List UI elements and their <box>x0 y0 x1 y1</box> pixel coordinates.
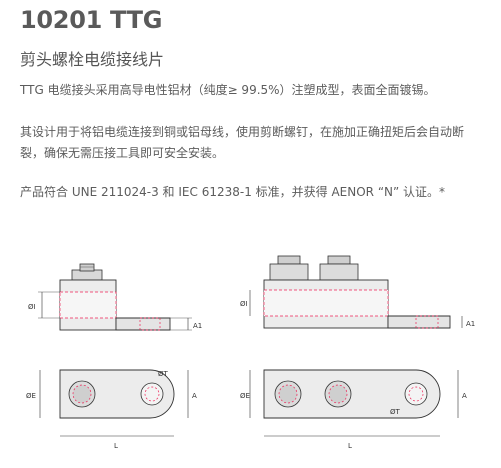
large-lug-side-view: ØI A1 <box>240 255 475 329</box>
small-lug-top-view: ØE A L ØT <box>26 369 197 450</box>
dim-label-length-large: L <box>348 442 352 450</box>
dim-label-width-large: A <box>462 392 467 400</box>
dim-label-height-small: A1 <box>193 322 202 330</box>
large-lug-top-view: ØE A L ØT <box>240 369 467 450</box>
dim-label-inner-diameter-large: ØI <box>240 300 248 308</box>
dim-label-length-small: L <box>114 442 118 450</box>
description-paragraph-1: TTG 电缆接头采用高导电性铝材（纯度≥ 99.5%）注塑成型，表面全面镀锡。 <box>20 83 436 97</box>
dim-label-outer-diameter-small: ØE <box>26 392 36 400</box>
dim-label-hole-large: ØT <box>390 408 401 416</box>
description-paragraph-2: 其设计用于将铝电缆连接到铜或铝母线，使用剪断螺钉，在施加正确扭矩后会自动断裂，确… <box>20 125 465 160</box>
dim-label-inner-diameter: ØI <box>28 303 36 311</box>
dim-label-width-small: A <box>192 392 197 400</box>
dim-label-outer-diameter-large: ØE <box>240 392 250 400</box>
dim-label-hole-small: ØT <box>158 370 169 378</box>
description-paragraph-3: 产品符合 UNE 211024-3 和 IEC 61238-1 标准，并获得 A… <box>20 185 446 199</box>
dim-label-height-large: A1 <box>466 320 475 328</box>
product-subtitle: 剪头螺栓电缆接线片 <box>20 50 165 69</box>
small-lug-side-view: ØI A1 <box>28 263 202 331</box>
product-title: 10201 TTG <box>20 6 163 34</box>
